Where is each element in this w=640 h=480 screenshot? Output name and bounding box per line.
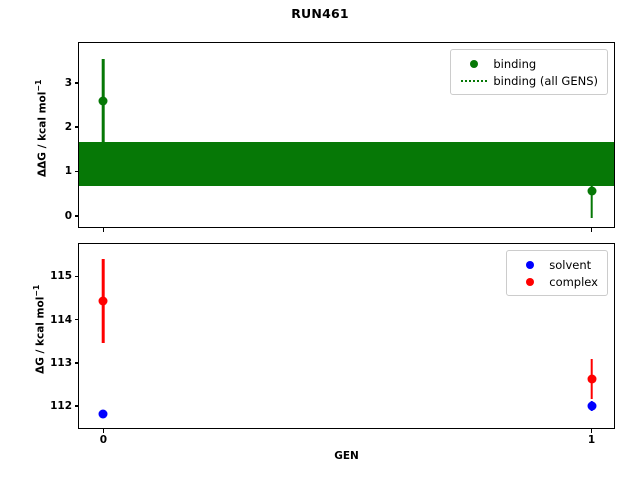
data-point-marker — [587, 401, 597, 411]
data-point-marker — [98, 96, 108, 106]
x-tick-label: 0 — [99, 434, 108, 446]
data-point-marker — [98, 296, 108, 306]
y-tick-label: 114 — [50, 313, 72, 326]
legend-label: solvent — [549, 257, 592, 272]
y-tick-mark — [74, 126, 79, 128]
x-tick-mark — [102, 227, 105, 232]
legend-key — [515, 277, 545, 286]
legend-label: binding (all GENS) — [493, 73, 598, 88]
legend-entry: complex — [515, 273, 598, 290]
x-tick-mark — [102, 428, 105, 433]
top-plot-area — [79, 43, 614, 227]
y-tick-mark — [74, 275, 79, 278]
y-tick-label: 115 — [50, 270, 72, 283]
legend-key — [459, 59, 489, 68]
legend-entry: binding (all GENS) — [459, 72, 598, 89]
legend-marker-dot-icon — [470, 59, 479, 68]
bottom-y-axis-label: ΔG / kcal mol−1 — [32, 249, 47, 409]
binding-all-gens-band — [79, 142, 614, 187]
legend-marker-dot-icon — [526, 277, 535, 286]
y-tick-label: 113 — [50, 356, 72, 369]
bottom-y-axis-label-text: ΔG / kcal mol — [34, 296, 47, 374]
figure-title: RUN461 — [291, 6, 349, 21]
bottom-plot-legend: solvent complex — [506, 250, 608, 296]
data-point-marker — [98, 409, 108, 419]
y-tick-label: 0 — [64, 209, 72, 222]
data-point-marker — [587, 374, 597, 384]
top-y-axis-label-text: ΔΔG / kcal mol — [36, 91, 49, 177]
legend-key — [459, 79, 489, 82]
x-axis-label: GEN — [334, 450, 359, 462]
bottom-plot-axes: ΔG / kcal mol−1 112 113 114 115 0 1 solvent c… — [32, 243, 615, 446]
y-tick-mark — [74, 170, 79, 173]
x-tick-mark — [590, 428, 593, 433]
y-tick-mark — [74, 362, 79, 364]
x-tick-mark — [590, 227, 593, 232]
top-plot-axes: ΔΔG / kcal mol−1 0 1 2 3 binding binding (al… — [34, 42, 615, 232]
y-tick-label: 1 — [64, 165, 72, 178]
y-tick-label: 112 — [50, 400, 72, 413]
legend-label: complex — [549, 274, 598, 289]
top-plot-legend: binding binding (all GENS) — [450, 49, 608, 95]
legend-key — [515, 260, 545, 269]
legend-dotted-line-icon — [461, 79, 488, 82]
data-point-marker — [587, 186, 597, 196]
legend-entry: binding — [459, 55, 598, 72]
y-tick-mark — [74, 405, 79, 407]
bottom-y-axis-label-exponent: −1 — [31, 284, 41, 297]
y-tick-mark — [74, 214, 79, 217]
legend-label: binding — [493, 56, 537, 71]
top-y-axis-label: ΔΔG / kcal mol−1 — [34, 48, 49, 208]
x-tick-label: 1 — [587, 434, 596, 446]
legend-marker-dot-icon — [526, 260, 535, 269]
y-tick-mark — [74, 318, 79, 321]
y-tick-label: 3 — [64, 76, 72, 89]
y-tick-mark — [74, 82, 79, 84]
legend-entry: solvent — [515, 256, 598, 273]
bottom-plot-area — [79, 244, 614, 428]
y-tick-label: 2 — [64, 121, 72, 134]
top-y-axis-label-exponent: −1 — [33, 79, 43, 92]
